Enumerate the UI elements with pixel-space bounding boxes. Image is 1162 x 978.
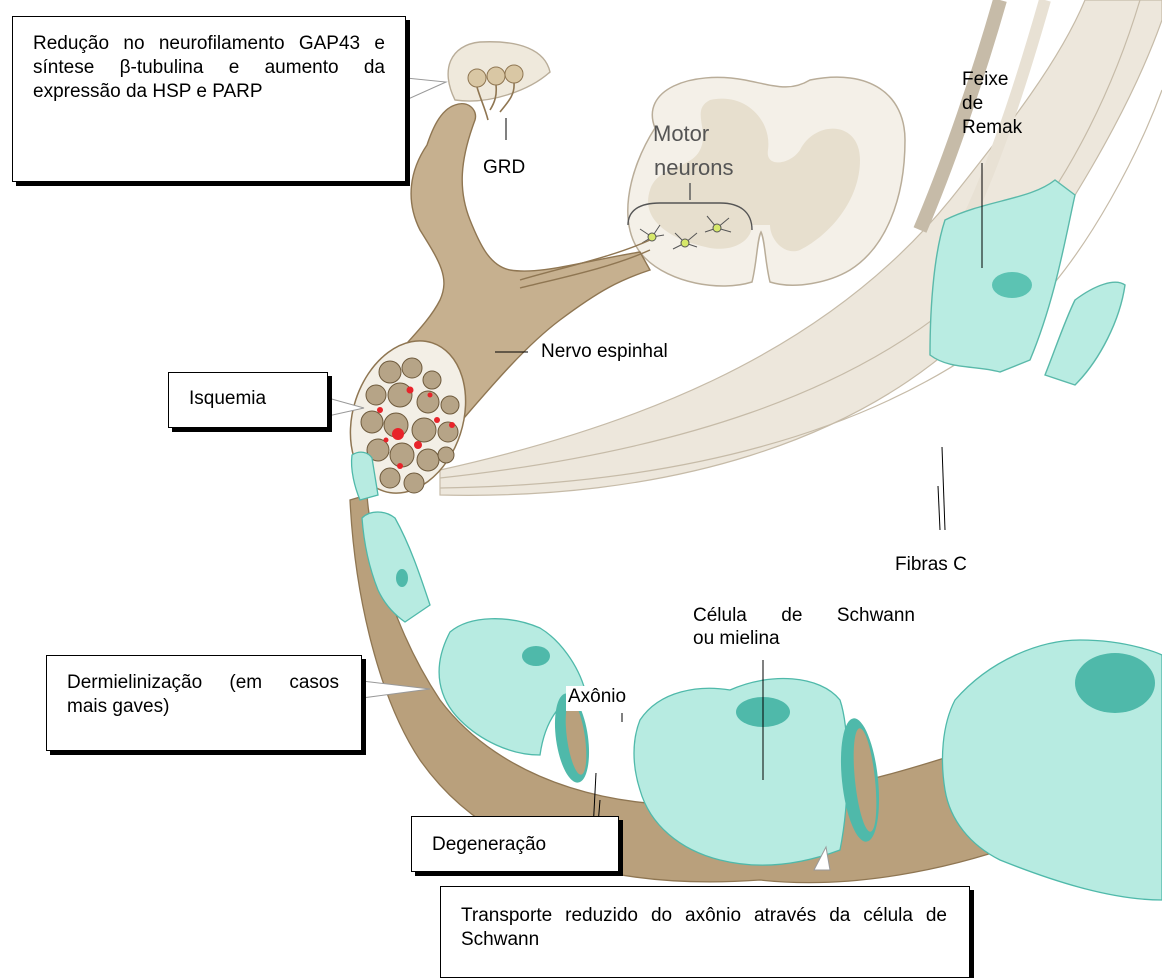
callout-dermielinizacao-text: Dermielinização (em casos mais gaves): [67, 672, 339, 717]
callout-reducao-text: Redução no neurofilamento GAP43 e síntes…: [33, 33, 385, 102]
callout-degeneracao: Degeneração: [411, 816, 619, 872]
callout-dermielinizacao: Dermielinização (em casos mais gaves): [46, 655, 362, 751]
label-celula-line2: ou mielina: [693, 628, 915, 651]
callout-transporte: Transporte reduzido do axônio através da…: [440, 886, 970, 978]
label-feixe-line2: de: [962, 92, 1022, 116]
label-fibras-c: Fibras C: [895, 554, 967, 577]
label-celula-schwann: Célula de Schwann ou mielina: [693, 605, 915, 651]
callout-transporte-text: Transporte reduzido do axônio através da…: [461, 905, 947, 950]
callout-reducao: Redução no neurofilamento GAP43 e síntes…: [12, 16, 406, 182]
label-feixe-remak: Feixe de Remak: [962, 68, 1022, 140]
label-feixe-line1: Feixe: [962, 68, 1022, 92]
motor-neurons-label-2: neurons: [654, 155, 734, 180]
label-grd: GRD: [483, 157, 525, 180]
callout-isquemia: Isquemia: [168, 372, 328, 428]
spinal-cord: Motor neurons: [628, 77, 905, 286]
label-axonio: Axônio: [566, 686, 630, 711]
callout-degeneracao-text: Degeneração: [432, 834, 546, 855]
motor-neurons-label-1: Motor: [653, 121, 709, 146]
callout-isquemia-text: Isquemia: [189, 388, 266, 409]
label-feixe-line3: Remak: [962, 116, 1022, 140]
label-nervo-espinhal: Nervo espinhal: [541, 341, 668, 364]
label-celula-line1: Célula de Schwann: [693, 605, 915, 628]
